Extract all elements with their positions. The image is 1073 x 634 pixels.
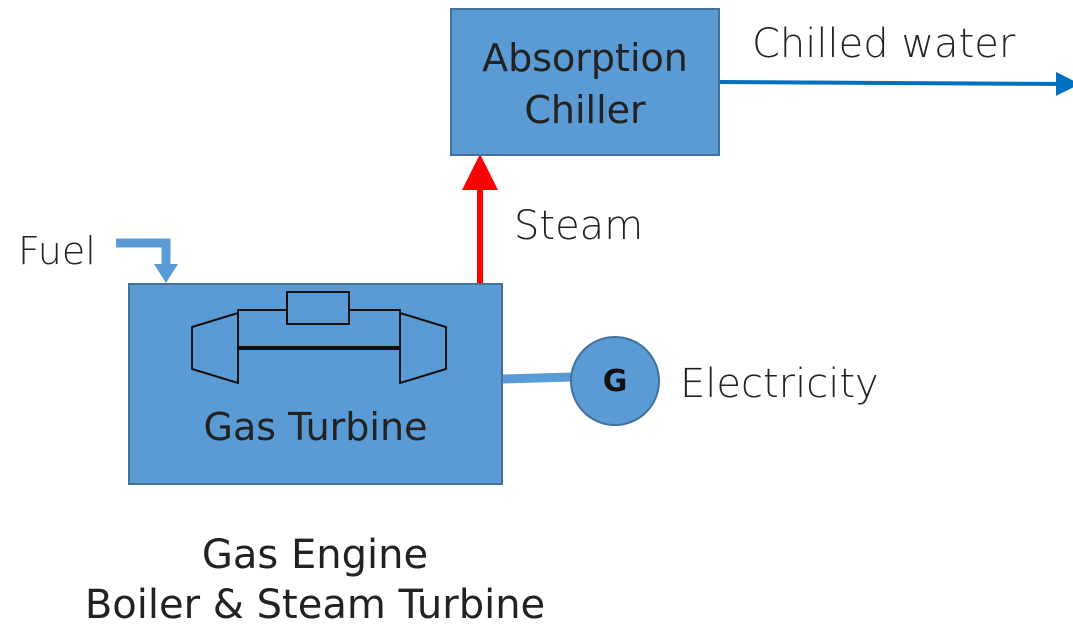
fuel-arrow — [116, 238, 178, 283]
absorption-chiller-label-line1: Absorption — [482, 36, 688, 80]
caption-line2: Boiler & Steam Turbine — [84, 582, 546, 628]
generator-label: G — [602, 363, 628, 399]
absorption-chiller-label: Absorption Chiller — [452, 32, 718, 136]
fuel-label: Fuel — [18, 229, 96, 273]
gas-turbine-box: Gas Turbine — [128, 283, 503, 485]
chilled-water-arrow — [719, 71, 1073, 96]
electricity-label: Electricity — [680, 361, 879, 407]
chilled-water-label: Chilled water — [752, 21, 1016, 67]
absorption-chiller-box: Absorption Chiller — [450, 8, 720, 156]
caption-line1: Gas Engine — [201, 532, 429, 578]
steam-label: Steam — [514, 203, 644, 249]
generator-node: G — [570, 336, 660, 426]
absorption-chiller-label-line2: Chiller — [524, 88, 646, 132]
diagram-caption: Gas Engine Boiler & Steam Turbine — [0, 530, 630, 630]
shaft-connector — [502, 372, 573, 384]
gas-turbine-icon — [191, 291, 447, 385]
gas-turbine-label: Gas Turbine — [203, 405, 428, 449]
